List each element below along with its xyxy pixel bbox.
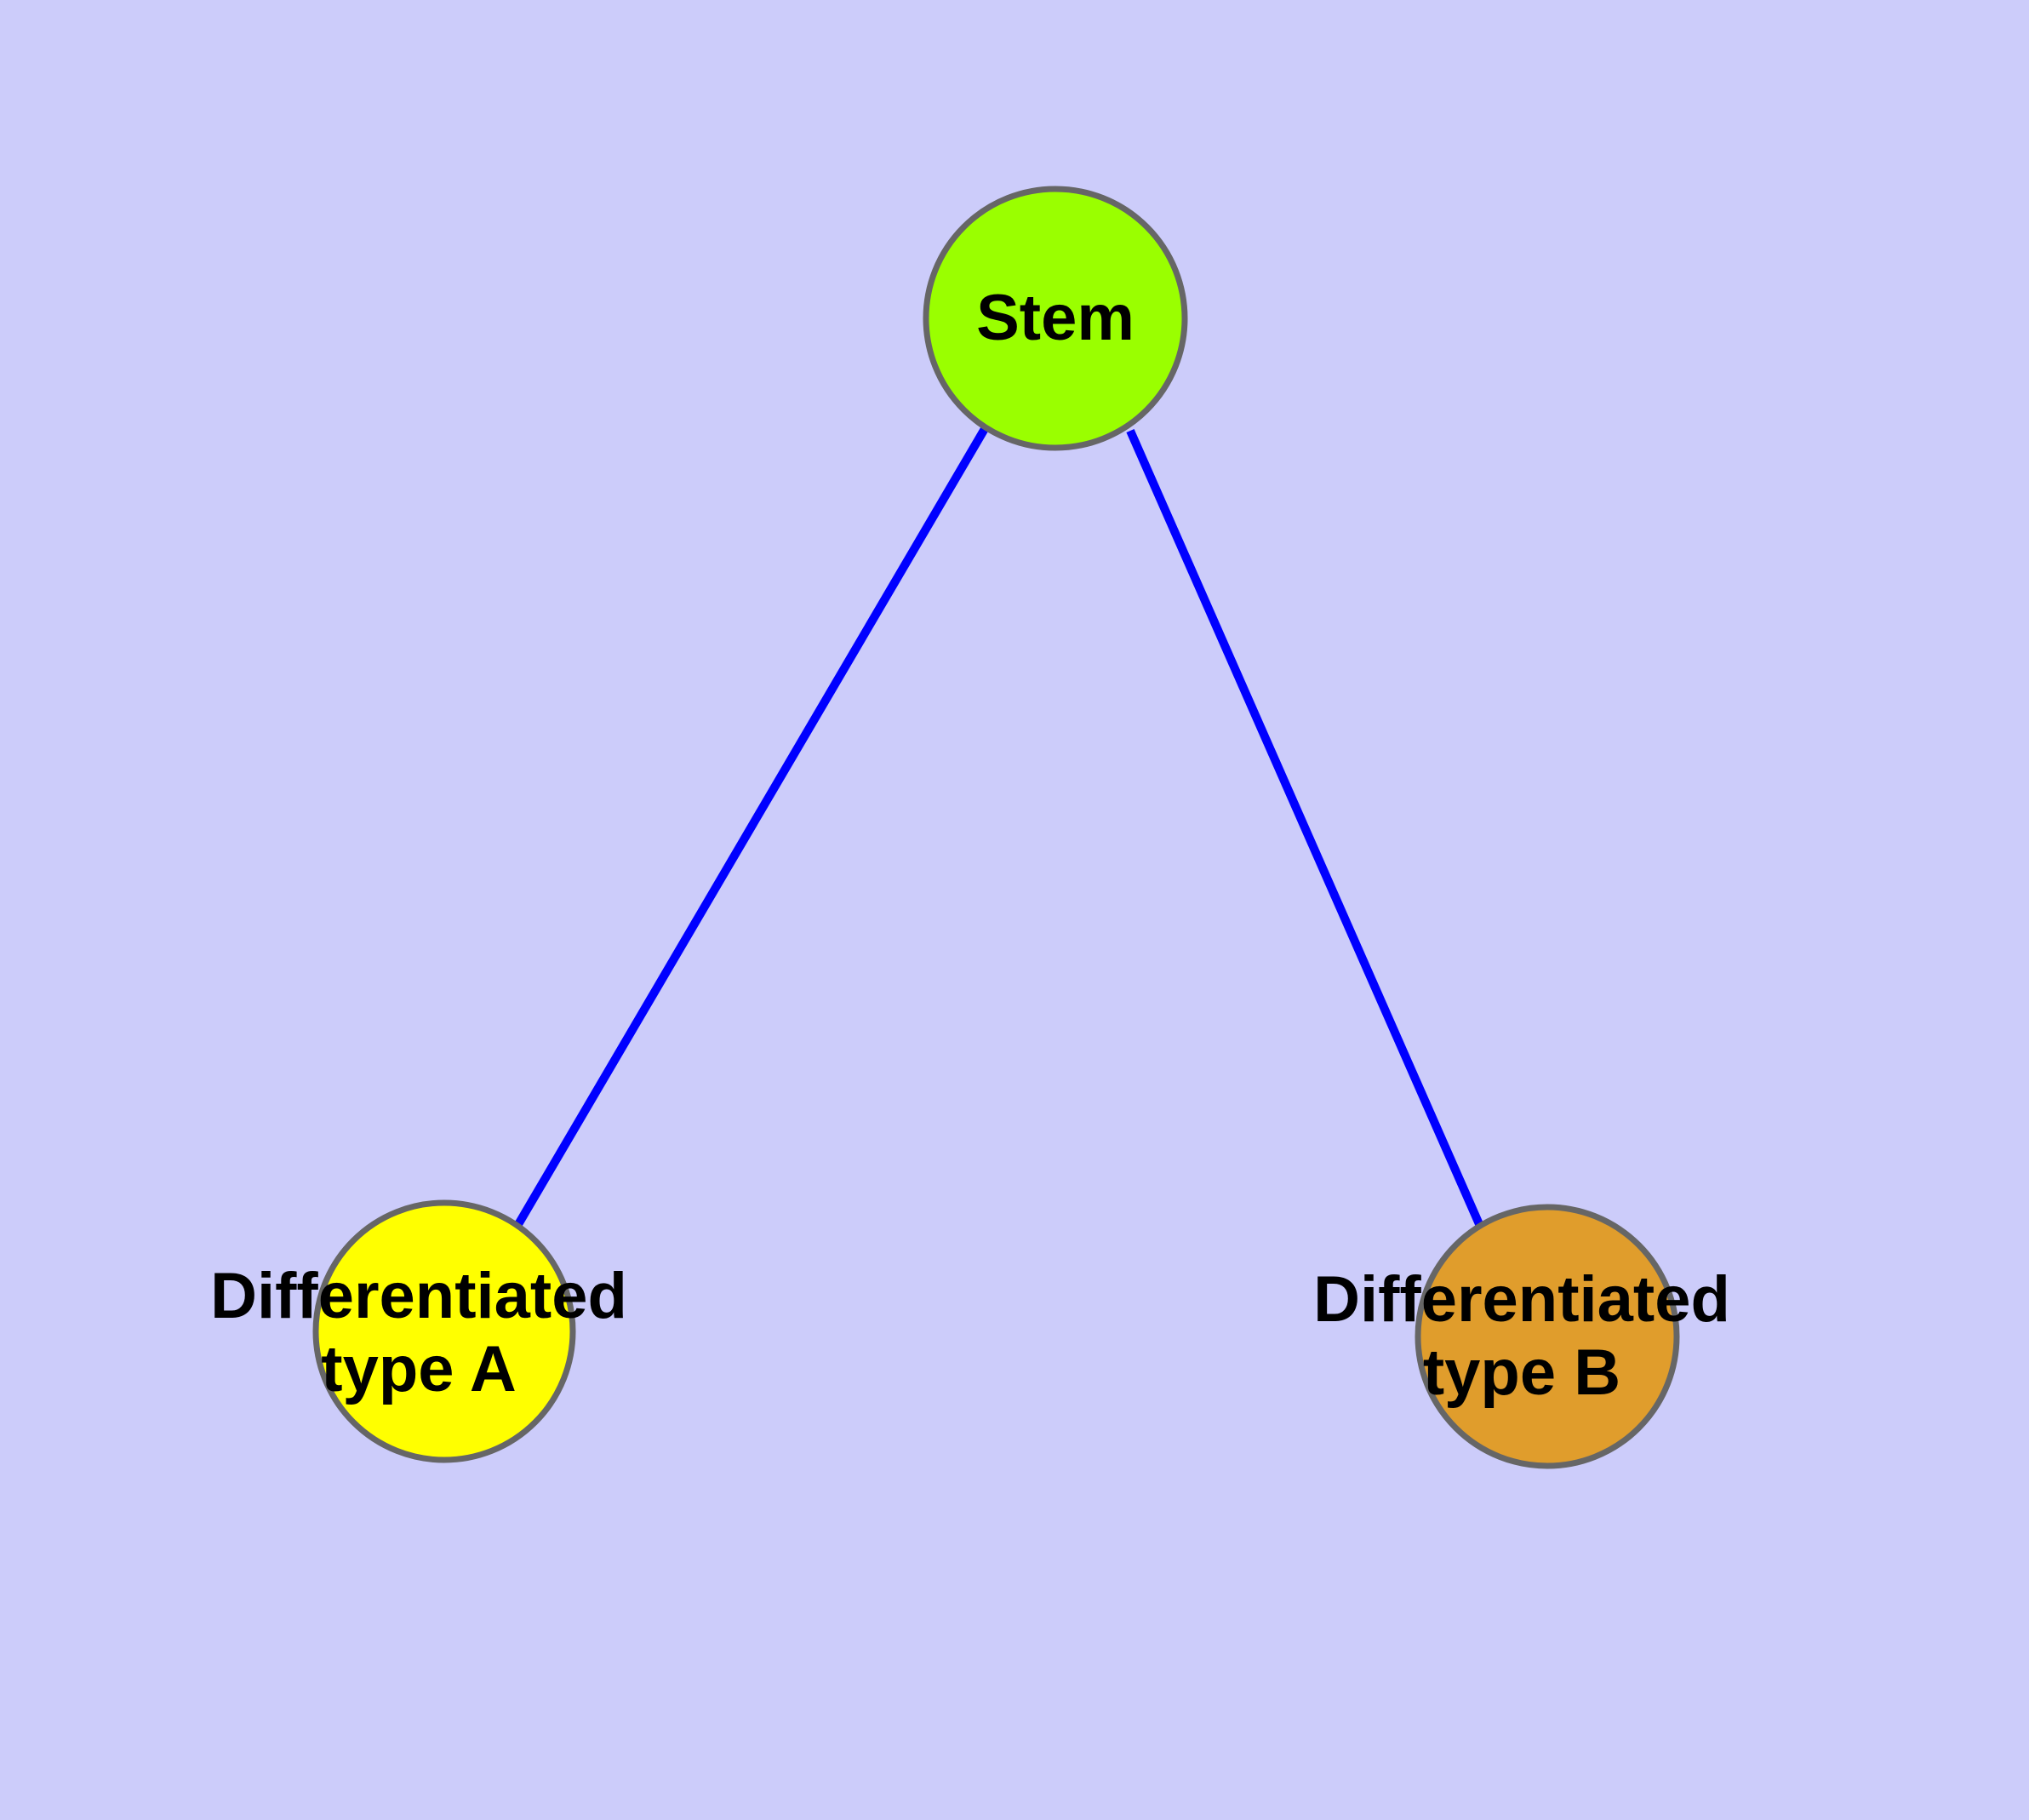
node-stem[interactable] (923, 186, 1188, 451)
edge-stem-to-diff-b[interactable] (1126, 428, 1483, 1227)
node-diff-a[interactable] (312, 1199, 576, 1463)
edges-group (513, 425, 1483, 1228)
edge-stem-to-diff-a[interactable] (513, 425, 990, 1228)
node-diff-b[interactable] (1415, 1204, 1680, 1469)
nodes-group (312, 186, 1680, 1469)
